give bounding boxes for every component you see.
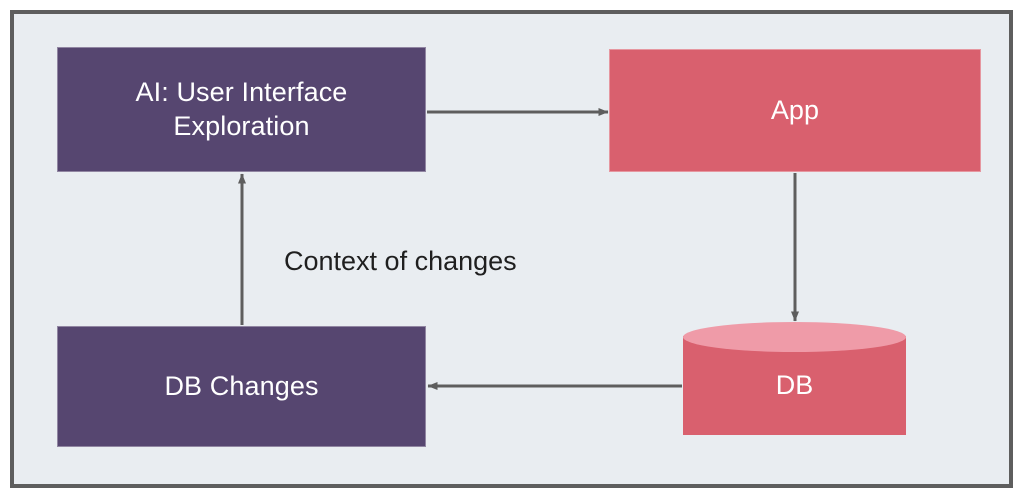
node-db-cylinder[interactable]: DB <box>683 322 906 449</box>
node-db-changes-label: DB Changes <box>164 370 319 401</box>
cylinder-bottom-ellipse <box>683 407 906 435</box>
node-db-changes[interactable]: DB Changes <box>57 326 426 447</box>
node-db-label-wrap: DB <box>683 322 906 449</box>
node-app-label: App <box>770 94 820 125</box>
diagram-canvas: AI: User Interface Exploration App DB DB… <box>14 14 1009 484</box>
node-db-label: DB <box>775 370 814 400</box>
cylinder-top-ellipse <box>683 322 906 352</box>
node-ai-label: AI: User Interface Exploration <box>135 76 348 141</box>
diagram-frame: AI: User Interface Exploration App DB DB… <box>10 10 1013 488</box>
node-app[interactable]: App <box>609 49 981 172</box>
node-ai-user-interface-exploration[interactable]: AI: User Interface Exploration <box>57 47 426 172</box>
edge-label-context-of-changes: Context of changes <box>284 246 517 276</box>
